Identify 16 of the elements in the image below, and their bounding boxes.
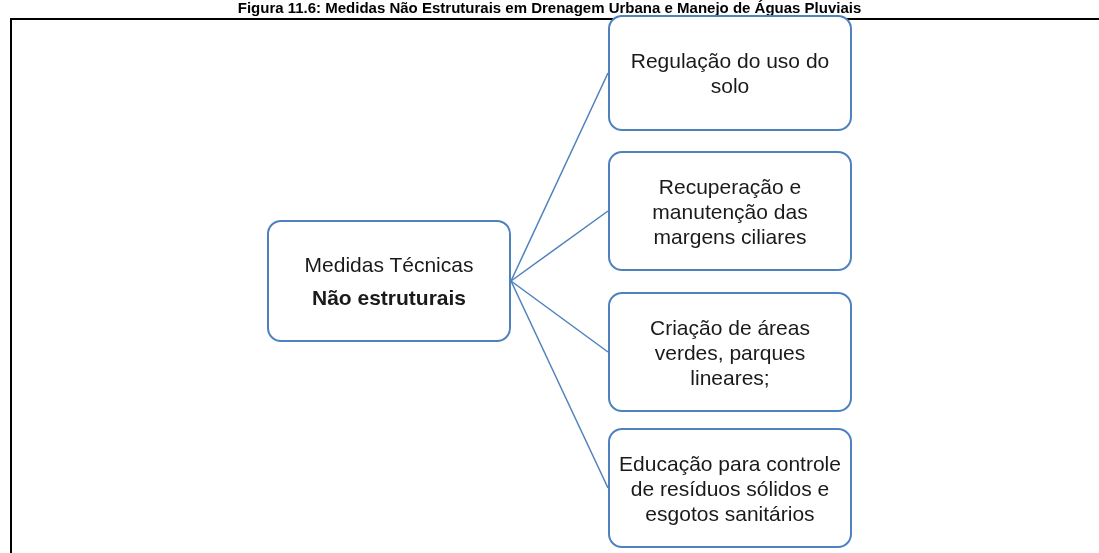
node-text: Recuperação e manutenção das margens ciliares bbox=[651, 173, 809, 249]
connector-line bbox=[510, 210, 609, 282]
root-box bbox=[267, 220, 511, 342]
measure-box bbox=[608, 428, 852, 548]
measure-box bbox=[608, 15, 852, 131]
node-subtitle: Não estruturais bbox=[311, 285, 466, 310]
node-text: Educação para controle de resíduos sólidos e esgotos sanitários bbox=[618, 450, 842, 526]
connector-line bbox=[510, 280, 609, 353]
connector-line bbox=[510, 72, 609, 282]
measure-box bbox=[608, 292, 852, 412]
node-text: Regulação do uso do solo bbox=[629, 48, 831, 98]
figure-title: Figura 11.6: Medidas Não Estruturais em Drenagem Urbana e Manejo de Águas Pluviais bbox=[236, 0, 863, 16]
node-text: Criação de áreas verdes, parques lineares; bbox=[649, 314, 811, 390]
measure-box bbox=[608, 151, 852, 271]
connector-line bbox=[510, 280, 609, 489]
node-text: Medidas Técnicas bbox=[304, 252, 474, 277]
